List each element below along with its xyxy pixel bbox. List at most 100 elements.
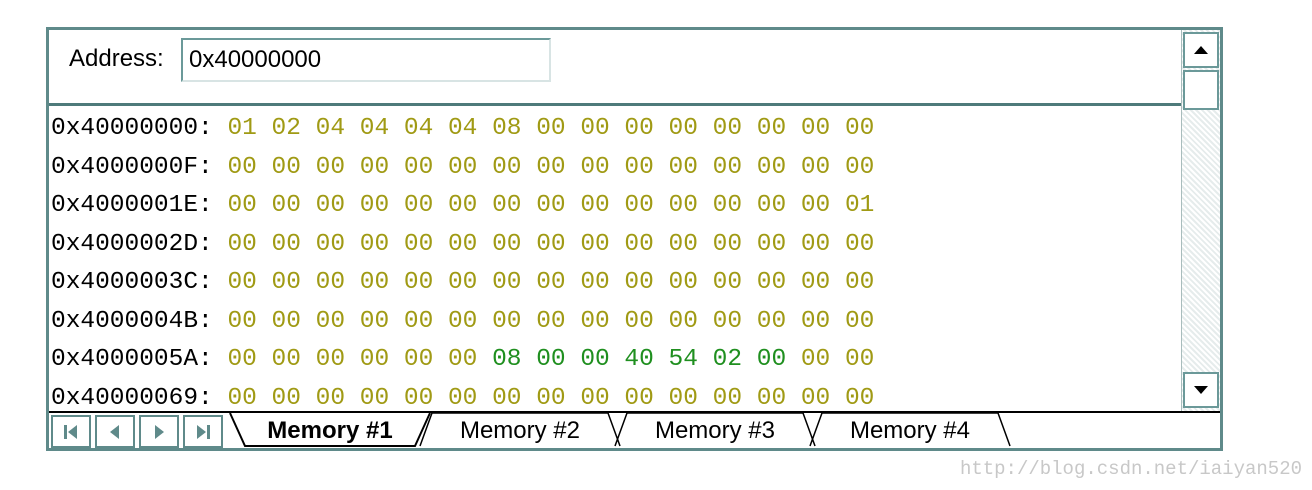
last-tab-button[interactable] bbox=[183, 415, 223, 448]
memory-byte[interactable]: 00 bbox=[492, 307, 522, 335]
memory-byte[interactable]: 00 bbox=[624, 384, 654, 411]
memory-byte[interactable]: 00 bbox=[580, 192, 610, 219]
memory-byte[interactable]: 00 bbox=[800, 153, 831, 181]
memory-hex-view[interactable]: 0x40000000: 01 02 04 04 04 04 08 00 00 0… bbox=[51, 110, 1179, 410]
memory-byte[interactable]: 00 bbox=[712, 230, 743, 258]
memory-byte[interactable]: 00 bbox=[800, 230, 831, 258]
memory-byte[interactable]: 00 bbox=[447, 230, 478, 258]
memory-byte[interactable]: 00 bbox=[359, 384, 390, 411]
next-tab-button[interactable] bbox=[139, 415, 179, 448]
scroll-up-button[interactable] bbox=[1183, 32, 1219, 68]
memory-byte[interactable]: 00 bbox=[668, 230, 698, 258]
first-tab-button[interactable] bbox=[51, 415, 91, 448]
memory-byte[interactable]: 00 bbox=[227, 307, 257, 335]
memory-byte[interactable]: 00 bbox=[712, 153, 743, 181]
vertical-scrollbar[interactable] bbox=[1181, 30, 1220, 411]
memory-byte[interactable]: 00 bbox=[359, 230, 390, 258]
memory-byte[interactable]: 00 bbox=[580, 269, 610, 296]
memory-byte[interactable]: 00 bbox=[624, 153, 654, 181]
memory-byte[interactable]: 00 bbox=[447, 346, 478, 373]
memory-byte[interactable]: 00 bbox=[403, 269, 434, 296]
memory-byte[interactable]: 04 bbox=[403, 115, 434, 142]
memory-byte[interactable]: 00 bbox=[756, 346, 787, 373]
memory-byte[interactable]: 54 bbox=[668, 346, 698, 373]
memory-byte[interactable]: 00 bbox=[800, 384, 831, 411]
memory-byte[interactable]: 00 bbox=[359, 307, 390, 335]
memory-byte[interactable]: 00 bbox=[800, 115, 831, 142]
memory-byte[interactable]: 00 bbox=[536, 346, 566, 373]
memory-byte[interactable]: 00 bbox=[536, 192, 566, 219]
memory-byte[interactable]: 00 bbox=[315, 192, 346, 219]
memory-byte[interactable]: 00 bbox=[403, 230, 434, 258]
memory-byte[interactable]: 00 bbox=[580, 230, 610, 258]
memory-byte[interactable]: 00 bbox=[756, 115, 787, 142]
memory-byte[interactable]: 00 bbox=[271, 269, 301, 296]
memory-byte[interactable]: 04 bbox=[315, 115, 346, 142]
tab-memory-3[interactable]: Memory #3 bbox=[654, 416, 776, 444]
address-input[interactable] bbox=[181, 38, 551, 82]
memory-byte[interactable]: 00 bbox=[712, 307, 743, 335]
memory-byte[interactable]: 00 bbox=[271, 307, 301, 335]
tab-memory-1[interactable]: Memory #1 bbox=[267, 416, 393, 444]
memory-byte[interactable]: 00 bbox=[315, 384, 346, 411]
memory-byte[interactable]: 00 bbox=[447, 192, 478, 219]
memory-byte[interactable]: 00 bbox=[668, 153, 698, 181]
memory-byte[interactable]: 00 bbox=[536, 115, 566, 142]
memory-byte[interactable]: 00 bbox=[580, 153, 610, 181]
memory-byte[interactable]: 00 bbox=[227, 192, 257, 219]
memory-byte[interactable]: 00 bbox=[844, 115, 875, 142]
scroll-down-button[interactable] bbox=[1183, 372, 1219, 408]
memory-byte[interactable]: 00 bbox=[756, 384, 787, 411]
memory-byte[interactable]: 00 bbox=[844, 384, 875, 411]
tab-memory-4[interactable]: Memory #4 bbox=[849, 416, 971, 444]
memory-byte[interactable]: 00 bbox=[227, 230, 257, 258]
memory-byte[interactable]: 00 bbox=[844, 307, 875, 335]
memory-byte[interactable]: 00 bbox=[403, 153, 434, 181]
memory-byte[interactable]: 04 bbox=[447, 115, 478, 142]
memory-byte[interactable]: 00 bbox=[492, 153, 522, 181]
memory-byte[interactable]: 00 bbox=[580, 307, 610, 335]
memory-byte[interactable]: 00 bbox=[756, 230, 787, 258]
memory-byte[interactable]: 00 bbox=[668, 384, 698, 411]
memory-byte[interactable]: 00 bbox=[492, 384, 522, 411]
memory-byte[interactable]: 01 bbox=[227, 115, 257, 142]
memory-byte[interactable]: 00 bbox=[668, 192, 698, 219]
memory-byte[interactable]: 00 bbox=[492, 230, 522, 258]
memory-byte[interactable]: 00 bbox=[227, 346, 257, 373]
memory-byte[interactable]: 00 bbox=[624, 115, 654, 142]
memory-byte[interactable]: 00 bbox=[712, 192, 743, 219]
memory-byte[interactable]: 00 bbox=[800, 192, 831, 219]
memory-byte[interactable]: 00 bbox=[712, 115, 743, 142]
memory-byte[interactable]: 00 bbox=[536, 307, 566, 335]
memory-byte[interactable]: 00 bbox=[624, 269, 654, 296]
memory-byte[interactable]: 08 bbox=[492, 346, 522, 373]
memory-byte[interactable]: 00 bbox=[227, 269, 257, 296]
memory-byte[interactable]: 00 bbox=[800, 346, 831, 373]
memory-byte[interactable]: 00 bbox=[315, 269, 346, 296]
memory-byte[interactable]: 00 bbox=[756, 269, 787, 296]
memory-byte[interactable]: 00 bbox=[271, 346, 301, 373]
memory-byte[interactable]: 00 bbox=[844, 230, 875, 258]
memory-byte[interactable]: 00 bbox=[403, 307, 434, 335]
memory-byte[interactable]: 00 bbox=[580, 384, 610, 411]
memory-byte[interactable]: 00 bbox=[668, 307, 698, 335]
memory-byte[interactable]: 00 bbox=[359, 346, 390, 373]
memory-byte[interactable]: 00 bbox=[359, 192, 390, 219]
memory-byte[interactable]: 00 bbox=[227, 384, 257, 411]
memory-byte[interactable]: 00 bbox=[712, 384, 743, 411]
memory-byte[interactable]: 00 bbox=[315, 346, 346, 373]
memory-byte[interactable]: 02 bbox=[712, 346, 743, 373]
memory-byte[interactable]: 00 bbox=[492, 269, 522, 296]
memory-byte[interactable]: 00 bbox=[271, 230, 301, 258]
memory-byte[interactable]: 00 bbox=[756, 192, 787, 219]
memory-byte[interactable]: 40 bbox=[624, 346, 654, 373]
memory-byte[interactable]: 00 bbox=[844, 346, 875, 373]
memory-byte[interactable]: 00 bbox=[447, 153, 478, 181]
memory-byte[interactable]: 00 bbox=[844, 153, 875, 181]
memory-byte[interactable]: 00 bbox=[536, 153, 566, 181]
memory-byte[interactable]: 04 bbox=[359, 115, 390, 142]
memory-byte[interactable]: 00 bbox=[800, 307, 831, 335]
memory-byte[interactable]: 00 bbox=[756, 153, 787, 181]
memory-byte[interactable]: 00 bbox=[712, 269, 743, 296]
memory-byte[interactable]: 00 bbox=[271, 192, 301, 219]
